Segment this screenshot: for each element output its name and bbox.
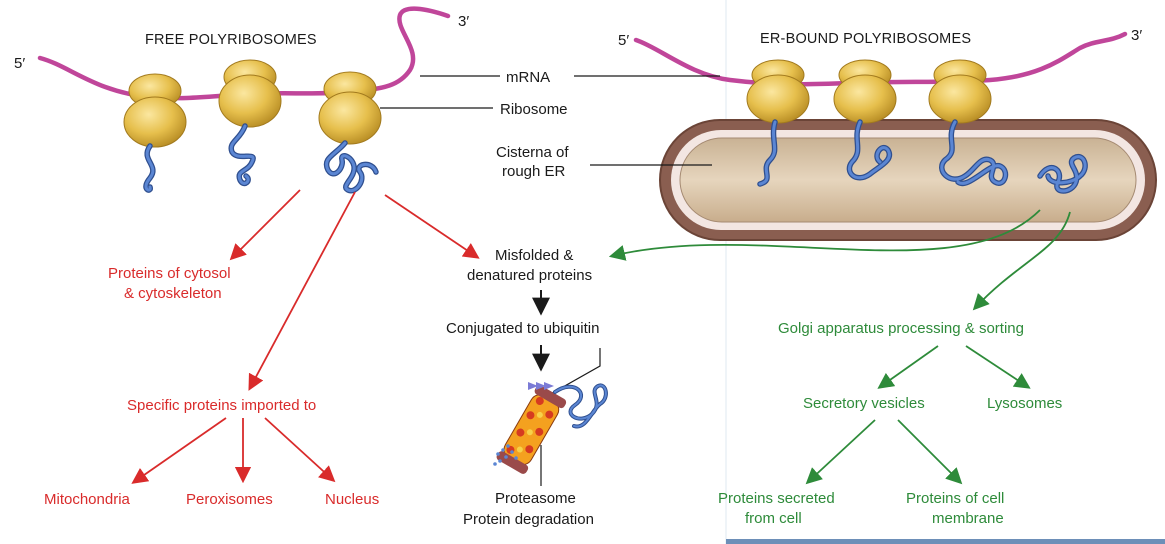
target-mitochondria: Mitochondria bbox=[44, 491, 131, 508]
lysosomes-label: Lysosomes bbox=[987, 395, 1062, 412]
er-polyribosomes-title: ER-BOUND POLYRIBOSOMES bbox=[760, 31, 971, 47]
imported-to-label: Specific proteins imported to bbox=[127, 397, 316, 414]
red-arrows bbox=[131, 189, 480, 484]
proteasome-graphic bbox=[493, 382, 608, 474]
membrane-line2: membrane bbox=[932, 510, 1004, 527]
free-five-prime-label: 5′ bbox=[14, 55, 25, 72]
target-peroxisomes: Peroxisomes bbox=[186, 491, 273, 508]
golgi-label: Golgi apparatus processing & sorting bbox=[778, 320, 1024, 337]
cisterna-label-line2: rough ER bbox=[502, 163, 566, 180]
proteins-cytosol-line1: Proteins of cytosol bbox=[108, 265, 231, 282]
er-three-prime-label: 3′ bbox=[1131, 27, 1142, 44]
er-ribosome bbox=[746, 59, 810, 124]
er-cisterna bbox=[659, 119, 1157, 241]
green-arrows bbox=[608, 209, 1071, 485]
free-polyribosomes-title: FREE POLYRIBOSOMES bbox=[145, 32, 317, 48]
right-panel-frame bbox=[725, 0, 1165, 544]
er-ribosome bbox=[928, 59, 992, 124]
secretory-vesicles-label: Secretory vesicles bbox=[803, 395, 925, 412]
proteasome-line2: Protein degradation bbox=[463, 511, 594, 528]
ubiquitin-label: Conjugated to ubiquitin bbox=[446, 320, 599, 337]
free-ribosome bbox=[318, 71, 382, 145]
membrane-line1: Proteins of cell bbox=[906, 490, 1004, 507]
secreted-line2: from cell bbox=[745, 510, 802, 527]
misfolded-line1: Misfolded & bbox=[495, 247, 573, 264]
free-ribosome bbox=[218, 59, 282, 128]
proteasome-line1: Proteasome bbox=[495, 490, 576, 507]
free-three-prime-label: 3′ bbox=[458, 13, 469, 30]
mrna-label: mRNA bbox=[506, 69, 550, 86]
proteins-cytosol-line2: & cytoskeleton bbox=[124, 285, 222, 302]
secreted-line1: Proteins secreted bbox=[718, 490, 835, 507]
ribosome-label: Ribosome bbox=[500, 101, 568, 118]
er-ribosome bbox=[833, 59, 897, 124]
misfolded-line2: denatured proteins bbox=[467, 267, 592, 284]
cisterna-label-line1: Cisterna of bbox=[496, 144, 569, 161]
target-nucleus: Nucleus bbox=[325, 491, 379, 508]
free-ribosome bbox=[123, 73, 187, 148]
er-five-prime-label: 5′ bbox=[618, 32, 629, 49]
